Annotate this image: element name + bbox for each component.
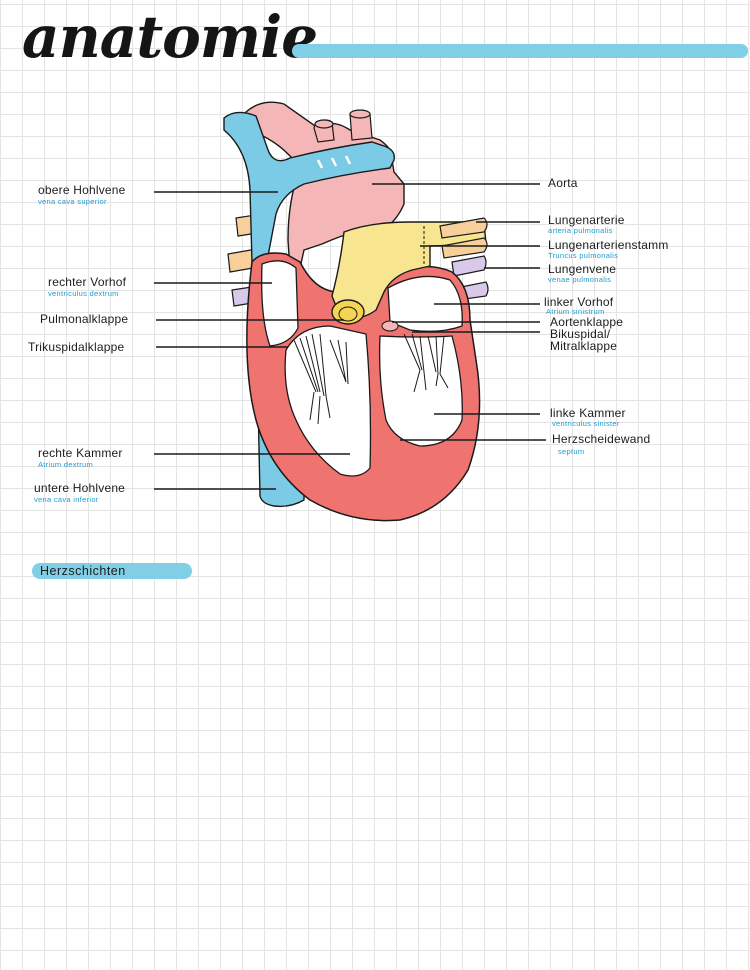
latin-herzscheidewand: septum bbox=[558, 447, 585, 456]
label-linke-kammer: linke Kammer bbox=[550, 406, 626, 420]
leader-lines bbox=[154, 183, 546, 490]
aortic-valve bbox=[381, 320, 399, 332]
label-lungenvene: Lungenvene bbox=[548, 262, 617, 276]
left-atrium bbox=[387, 275, 463, 332]
latin-lungenvene: venae pulmonalis bbox=[548, 275, 612, 284]
latin-rechter-vorhof: ventriculus dextrum bbox=[48, 289, 119, 298]
latin-linker-vorhof: Atrium sinistrum bbox=[546, 307, 605, 316]
svc-notches bbox=[316, 155, 352, 169]
pulmonary-trunk bbox=[331, 221, 487, 319]
label-mitralklappe: Mitralklappe bbox=[550, 339, 618, 353]
label-aortenklappe: Aortenklappe bbox=[550, 315, 624, 329]
aorta-branches bbox=[313, 109, 373, 143]
title-underline-bar bbox=[292, 44, 748, 58]
latin-untere-hohlvene: vena cava inferior bbox=[34, 495, 99, 504]
latin-lungenarterienstamm: Truncus pulmonalis bbox=[548, 251, 619, 260]
page-title: anatomie bbox=[22, 3, 318, 71]
label-lungenarterienstamm: Lungenarterienstamm bbox=[548, 238, 669, 252]
label-obere-hohlvene: obere Hohlvene bbox=[38, 183, 126, 197]
label-trikuspidalklappe: Trikuspidalklappe bbox=[28, 340, 125, 354]
label-lungenarterie: Lungenarterie bbox=[548, 213, 625, 227]
section-heading-highlight bbox=[32, 563, 192, 579]
chordae-left bbox=[403, 333, 449, 393]
label-rechte-kammer: rechte Kammer bbox=[38, 446, 123, 460]
latin-obere-hohlvene: vena cava superior bbox=[38, 197, 107, 206]
label-bikuspidal: Bikuspidal/ bbox=[550, 327, 611, 341]
label-linker-vorhof: linker Vorhof bbox=[544, 295, 614, 309]
latin-lungenarterie: arteria pulmonalis bbox=[548, 226, 613, 235]
latin-linke-kammer: ventriculus sinister bbox=[552, 419, 620, 428]
right-ventricle bbox=[284, 325, 372, 477]
label-untere-hohlvene: untere Hohlvene bbox=[34, 481, 126, 495]
right-atrium bbox=[261, 260, 299, 347]
label-aorta: Aorta bbox=[548, 176, 578, 190]
label-pulmonalklappe: Pulmonalklappe bbox=[40, 312, 129, 326]
chordae-right bbox=[293, 333, 349, 425]
section-heading: Herzschichten bbox=[40, 564, 126, 578]
label-herzscheidewand: Herzscheidewand bbox=[552, 432, 651, 446]
latin-rechte-kammer: Atrium dextrum bbox=[38, 460, 94, 469]
label-rechter-vorhof: rechter Vorhof bbox=[48, 275, 127, 289]
left-ventricle bbox=[378, 335, 463, 447]
left-pulmonary-arteries bbox=[439, 217, 488, 259]
